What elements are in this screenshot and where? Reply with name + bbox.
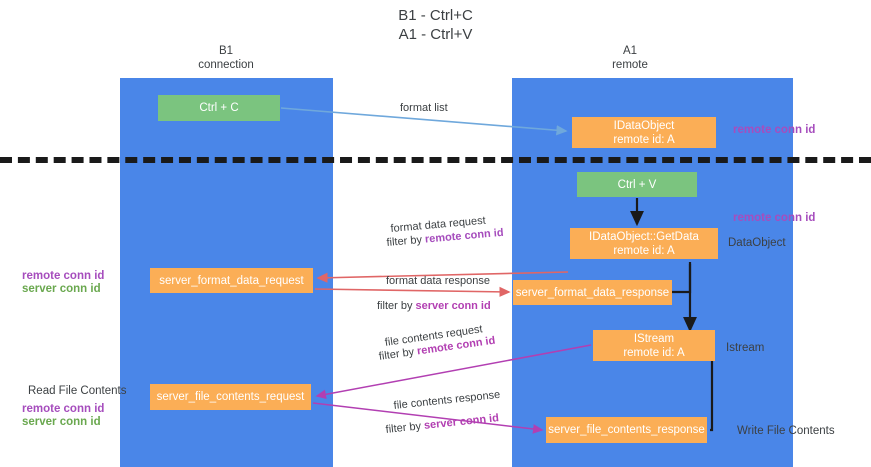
node-server-format-data-request[interactable]: server_format_data_request: [150, 268, 313, 293]
node-idataobject-label: IDataObject: [613, 119, 675, 132]
edge-label-filter-prefix: filter by: [377, 300, 416, 312]
swimlane-b1-header: B1 connection: [140, 44, 312, 72]
edge-label-format-data-response-filter: filter by server conn id: [377, 299, 491, 313]
annotation-left-remote-conn-id-mid: remote conn id: [22, 270, 105, 282]
node-server-file-contents-response-label: server_file_contents_response: [548, 424, 705, 436]
node-server-file-contents-response[interactable]: server_file_contents_response: [546, 417, 707, 443]
diagram-title-line-1: B1 - Ctrl+C: [398, 7, 473, 24]
edge-label-file-contents-response: file contents response: [393, 388, 501, 412]
node-istream-sublabel: remote id: A: [623, 346, 685, 359]
node-istream[interactable]: IStream remote id: A: [593, 330, 715, 361]
annotation-dataobject: DataObject: [728, 237, 786, 249]
edge-label-filter-key: server conn id: [415, 300, 491, 312]
swimlane-b1-name: B1: [218, 45, 234, 57]
node-idataobject[interactable]: IDataObject remote id: A: [572, 117, 716, 148]
node-istream-label: IStream: [633, 332, 675, 345]
node-server-file-contents-request[interactable]: server_file_contents_request: [150, 384, 311, 410]
edge-label-filter-prefix: filter by: [386, 233, 426, 249]
annotation-left-server-conn-id-mid: server conn id: [22, 283, 101, 295]
node-server-format-data-response[interactable]: server_format_data_response: [513, 280, 672, 305]
annotation-remote-conn-id-top: remote conn id: [733, 124, 816, 136]
edge-label-filter-prefix: filter by: [385, 419, 425, 436]
swimlane-a1-subtitle: remote: [612, 59, 648, 71]
node-getdata-sublabel: remote id: A: [613, 244, 675, 257]
node-ctrl-v-label: Ctrl + V: [617, 178, 657, 191]
phase-divider: [0, 157, 871, 163]
diagram-title-line-2: A1 - Ctrl+V: [398, 26, 473, 43]
edge-label-format-list: format list: [400, 102, 448, 114]
annotation-left-remote-conn-id-bottom: remote conn id: [22, 403, 105, 415]
annotation-left-server-conn-id-bottom: server conn id: [22, 416, 101, 428]
swimlane-a1-header: A1 remote: [540, 44, 720, 72]
node-server-format-data-request-label: server_format_data_request: [159, 274, 304, 287]
node-idataobject-sublabel: remote id: A: [613, 133, 675, 146]
edge-label-filter-prefix: filter by: [378, 345, 418, 363]
swimlane-b1-subtitle: connection: [198, 59, 254, 71]
diagram-title: B1 - Ctrl+C A1 - Ctrl+V: [0, 6, 871, 44]
node-server-file-contents-request-label: server_file_contents_request: [156, 391, 305, 403]
annotation-istream: Istream: [726, 342, 765, 354]
annotation-read-file-contents: Read File Contents: [28, 385, 127, 397]
edge-label-file-contents-response-filter: filter by server conn id: [385, 411, 500, 437]
arrow-format-data-response: [314, 286, 511, 297]
node-idataobject-getdata[interactable]: IDataObject::GetData remote id: A: [570, 228, 718, 259]
node-ctrl-c[interactable]: Ctrl + C: [158, 95, 280, 121]
node-ctrl-c-label: Ctrl + C: [199, 102, 239, 114]
node-getdata-label: IDataObject::GetData: [589, 230, 699, 243]
annotation-remote-conn-id-mid: remote conn id: [733, 212, 816, 224]
annotation-write-file-contents: Write File Contents: [737, 425, 835, 437]
edge-label-format-data-response: format data response: [386, 275, 490, 287]
swimlane-a1-name: A1: [622, 45, 638, 57]
edge-label-filter-key: server conn id: [423, 412, 500, 432]
node-ctrl-v[interactable]: Ctrl + V: [577, 172, 697, 197]
node-server-format-data-response-label: server_format_data_response: [515, 286, 670, 299]
